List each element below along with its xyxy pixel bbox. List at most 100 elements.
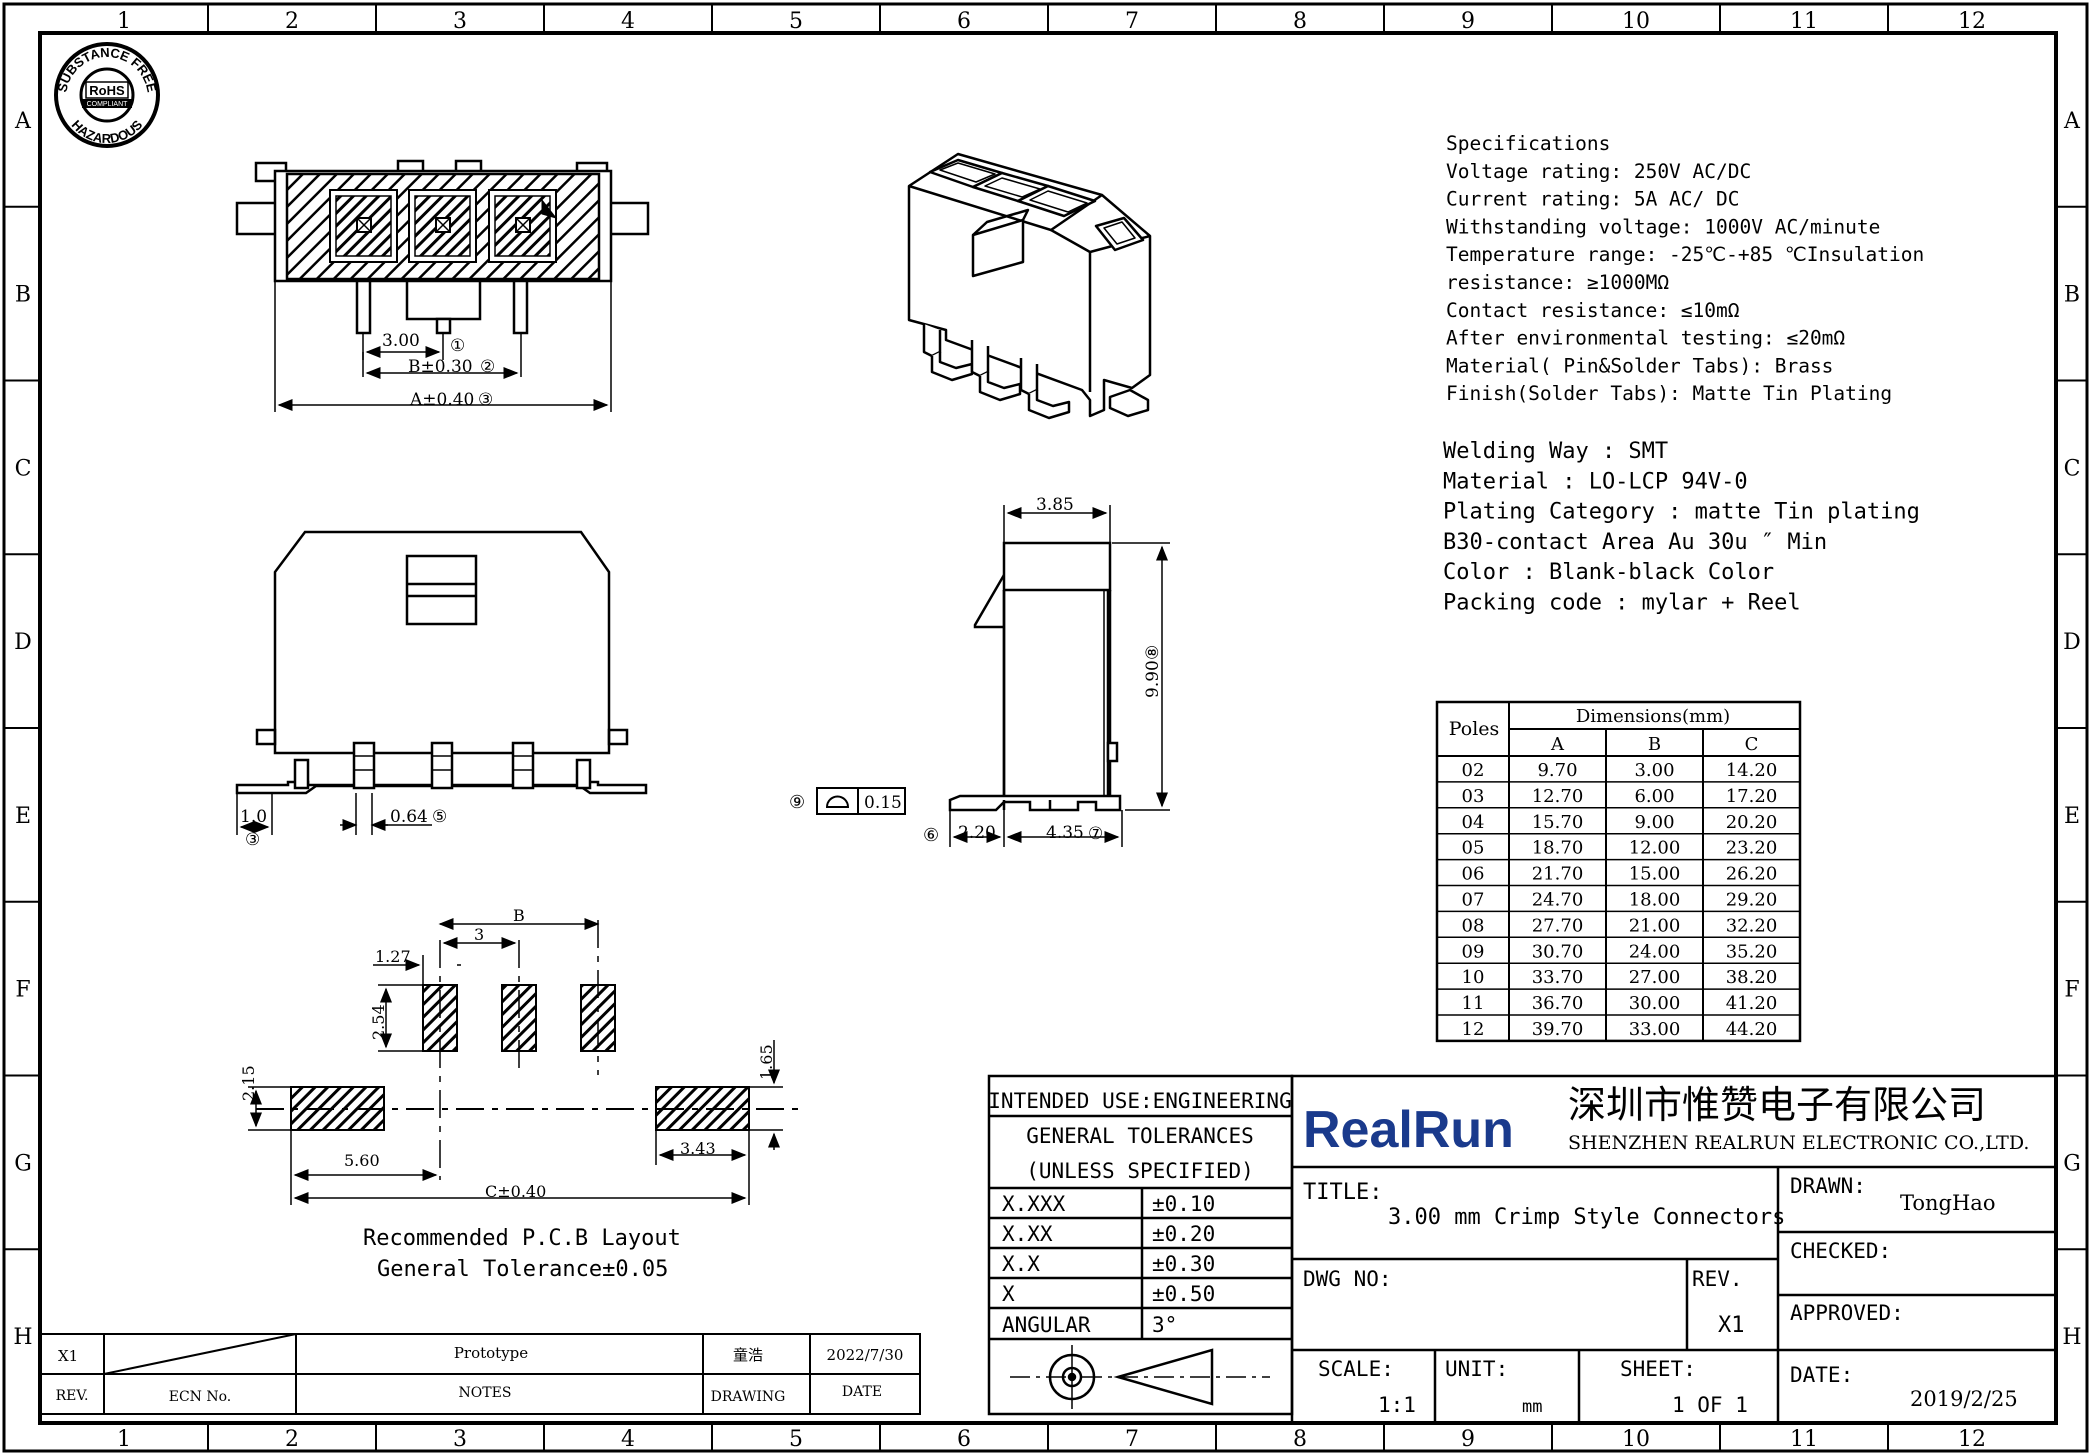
frame-row-right-G: G [2063, 1151, 2081, 1176]
frame-row-left-A: A [14, 109, 32, 134]
tolerance-value: ±0.50 [1152, 1282, 1215, 1306]
dim-row-poles: 08 [1462, 915, 1485, 936]
side-dim-flat-tag: ⑨ [789, 792, 805, 813]
intended-use: INTENDED USE:ENGINEERING [988, 1089, 1291, 1113]
rev-value: X1 [1718, 1313, 1745, 1338]
front-view [235, 530, 648, 795]
frame-col-bottom-3: 3 [453, 1427, 467, 1452]
revision-header-date: DATE [842, 1384, 882, 1400]
dim-row-poles: 07 [1462, 890, 1485, 911]
isometric-view [907, 152, 1152, 420]
unit-label: UNIT: [1445, 1357, 1508, 1381]
dim-row-poles: 05 [1462, 838, 1485, 859]
dim-row-cell: 29.20 [1726, 890, 1778, 911]
revision-header-drawing: DRAWING [711, 1389, 786, 1405]
pcb-dim-c: C±0.40 [485, 1182, 546, 1201]
dim-row-cell: 38.20 [1726, 967, 1778, 988]
frame-row-left-E: E [15, 804, 31, 829]
dim-row-cell: 41.20 [1726, 993, 1778, 1014]
frame-col-top-7: 7 [1125, 9, 1139, 34]
dim-row-cell: 23.20 [1726, 838, 1778, 859]
checked-label: CHECKED: [1790, 1239, 1891, 1263]
frame-col-bottom-6: 6 [957, 1427, 971, 1452]
dim-row-cell: 21.00 [1629, 915, 1681, 936]
rohs-sub-text: COMPLIANT [87, 101, 129, 108]
frame-col-top-11: 11 [1790, 9, 1818, 34]
date-label: DATE: [1790, 1363, 1853, 1387]
revision-header-ecn: ECN No. [169, 1389, 232, 1405]
frame-col-bottom-12: 12 [1958, 1427, 1986, 1452]
frame-col-top-4: 4 [621, 9, 635, 34]
frame-col-bottom-5: 5 [789, 1427, 803, 1452]
side-dim-2-20-tag: ⑥ [923, 825, 939, 846]
frame-row-left-G: G [14, 1151, 32, 1176]
top-dim-3-00-tag: ① [450, 336, 465, 356]
dim-row-cell: 14.20 [1726, 760, 1778, 781]
pcb-caption-2: General Tolerance±0.05 [377, 1257, 668, 1282]
frame-row-right-C: C [2064, 456, 2081, 481]
revision-header-notes: NOTES [459, 1385, 512, 1401]
spec-line-8: Material( Pin&Solder Tabs): Brass [1446, 354, 1833, 377]
dim-row-cell: 12.70 [1532, 786, 1584, 807]
dim-row-cell: 33.70 [1532, 967, 1584, 988]
frame-zone-ticks [4, 4, 2087, 1451]
scale-label: SCALE: [1318, 1357, 1394, 1381]
spec-line-2: Current rating: 5A AC/ DC [1446, 188, 1740, 211]
side-dim-2-20: 2.20 [958, 823, 996, 843]
tolerance-rows: X.XXX±0.10X.XX±0.20X.X±0.30X±0.50ANGULAR… [1002, 1192, 1215, 1337]
spec-line-5: resistance: ≥1000MΩ [1446, 271, 1669, 294]
dim-col-header-B: B [1648, 734, 1661, 755]
top-dim-a: A±0.40 [409, 390, 474, 410]
dim-col-header-A: A [1550, 734, 1565, 755]
spec-line-9: Finish(Solder Tabs): Matte Tin Plating [1446, 382, 1892, 405]
unit-value: mm [1522, 1397, 1542, 1417]
dim-row-cell: 24.70 [1532, 890, 1584, 911]
dim-row-poles: 04 [1462, 812, 1485, 833]
dim-row-cell: 6.00 [1634, 786, 1674, 807]
approved-label: APPROVED: [1790, 1301, 1904, 1325]
frame-col-bottom-7: 7 [1125, 1427, 1139, 1452]
dim-row-cell: 27.00 [1629, 967, 1681, 988]
side-dim-9-90: 9.90 [1143, 660, 1163, 698]
dim-row-poles: 12 [1462, 1019, 1485, 1040]
title-block [1290, 1074, 2058, 1425]
top-dim-b-tag: ② [480, 357, 495, 377]
pcb-dim-b: B [513, 906, 525, 925]
top-view-dimensions [274, 281, 612, 412]
pcb-dim-1-27: 1.27 [375, 947, 411, 966]
frame-col-top-10: 10 [1622, 9, 1650, 34]
dim-row-poles: 09 [1462, 941, 1485, 962]
property-line-0: Welding Way : SMT [1443, 439, 1668, 464]
front-dim-1-0-tag: ③ [245, 830, 260, 850]
spec-line-7: After environmental testing: ≤20mΩ [1446, 327, 1845, 350]
general-tolerances: GENERAL TOLERANCES [1026, 1124, 1254, 1148]
frame-col-bottom-9: 9 [1461, 1427, 1475, 1452]
dim-row-cell: 17.20 [1726, 786, 1778, 807]
dwg-no-label: DWG NO: [1303, 1267, 1392, 1291]
dim-row-poles: 10 [1462, 967, 1485, 988]
drawing-title: 3.00 mm Crimp Style Connectors [1388, 1205, 1785, 1230]
frame-col-top-8: 8 [1293, 9, 1307, 34]
dim-row-cell: 26.20 [1726, 864, 1778, 885]
frame-row-left-D: D [14, 630, 32, 655]
dim-row-poles: 02 [1462, 760, 1485, 781]
tolerance-value: 3° [1152, 1313, 1177, 1337]
dim-row-cell: 15.70 [1532, 812, 1584, 833]
frame-col-bottom-2: 2 [285, 1427, 299, 1452]
dimensions-title: Dimensions(mm) [1576, 706, 1730, 727]
frame-row-right-H: H [2062, 1325, 2081, 1350]
frame-col-top-9: 9 [1461, 9, 1475, 34]
dim-row-poles: 03 [1462, 786, 1485, 807]
frame-col-bottom-1: 1 [117, 1427, 131, 1452]
sheet-label: SHEET: [1620, 1357, 1696, 1381]
rohs-stamp-icon: SUBSTANCE FREE HAZARDOUS RoHS COMPLIANT [54, 42, 160, 148]
dim-row-cell: 30.00 [1629, 993, 1681, 1014]
revision-date: 2022/7/30 [827, 1346, 904, 1364]
spec-line-4: Temperature range: -25℃-+85 ℃Insulation [1446, 243, 1924, 266]
dim-row-cell: 24.00 [1629, 941, 1681, 962]
